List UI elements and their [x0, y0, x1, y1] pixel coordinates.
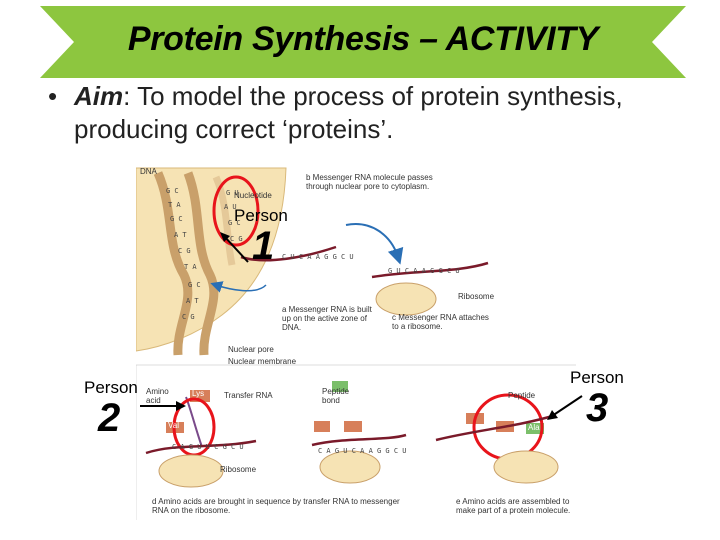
svg-text:A T: A T [186, 297, 199, 305]
svg-text:C U C A A G G C U: C U C A A G G C U [282, 253, 354, 261]
nuclear-pore-label: Nuclear pore [228, 345, 274, 354]
nuclear-membrane-label: Nuclear membrane [228, 357, 297, 366]
person-1-number: 1 [252, 224, 275, 268]
caption-e: e Amino acids are assembled to make part… [456, 497, 571, 515]
caption-a: a Messenger RNA is built up on the activ… [282, 305, 372, 332]
person-1-word: Person [234, 206, 288, 225]
amino-acid-label: Amino acid [146, 387, 169, 405]
person-3-number: 3 [586, 386, 609, 430]
svg-text:G C: G C [188, 281, 201, 289]
ribosome-d-label: Ribosome [220, 465, 257, 474]
svg-text:G C: G C [170, 215, 183, 223]
person-2-word: Person [84, 378, 138, 397]
arrow-icon [547, 395, 583, 420]
svg-text:C A G U U C G C U: C A G U U C G C U [172, 443, 244, 451]
person-3-word: Person [570, 368, 624, 387]
aim-text: Aim: To model the process of protein syn… [74, 80, 684, 146]
person-2-label: Person [84, 378, 138, 398]
person-1-label: Person [234, 206, 288, 226]
svg-text:T A: T A [168, 201, 181, 209]
svg-text:C A G U C A A G G C U: C A G U C A A G G C U [318, 447, 407, 455]
title-banner [40, 6, 686, 78]
svg-text:A T: A T [174, 231, 187, 239]
page-title: Protein Synthesis – ACTIVITY [127, 20, 599, 58]
aim-label: Aim [74, 81, 124, 111]
svg-text:G C: G C [228, 219, 241, 227]
transfer-rna-label: Transfer RNA [224, 391, 273, 400]
amino-acid-tag-lys: Lys [192, 389, 205, 398]
dna-label: DNA [140, 167, 157, 176]
arrow-icon [220, 232, 249, 263]
svg-text:C G: C G [182, 313, 195, 321]
caption-c: c Messenger RNA attaches to a ribosome. [392, 313, 489, 331]
aim-description: : To model the process of protein synthe… [74, 81, 623, 144]
bullet-icon: • [48, 81, 58, 111]
arrow-icon [140, 401, 186, 411]
svg-text:A U: A U [224, 203, 237, 211]
diagram-illustration: G CT AG C A TC GT A G CA TC G G UA UG C … [135, 167, 576, 520]
caption-b: b Messenger RNA molecule passes through … [306, 173, 433, 191]
svg-text:G U C A A G G C U: G U C A A G G C U [388, 267, 460, 275]
amino-acid-tag-val: Val [168, 421, 179, 430]
svg-text:C G: C G [178, 247, 191, 255]
peptide-label: Peptide [508, 391, 536, 400]
person-2-number: 2 [98, 396, 121, 440]
amino-acid-tag-ala: Ala [528, 423, 540, 432]
svg-text:C G: C G [230, 235, 243, 243]
peptide-bond-label: Peptide bond [322, 387, 350, 405]
ribosome-label: Ribosome [458, 292, 495, 301]
caption-d: d Amino acids are brought in sequence by… [152, 497, 400, 515]
svg-text:G C: G C [166, 187, 179, 195]
svg-text:G U: G U [226, 189, 239, 197]
svg-text:T A: T A [184, 263, 197, 271]
person-3-label: Person [570, 368, 624, 388]
nucleotide-label: Nucleotide [234, 191, 272, 200]
